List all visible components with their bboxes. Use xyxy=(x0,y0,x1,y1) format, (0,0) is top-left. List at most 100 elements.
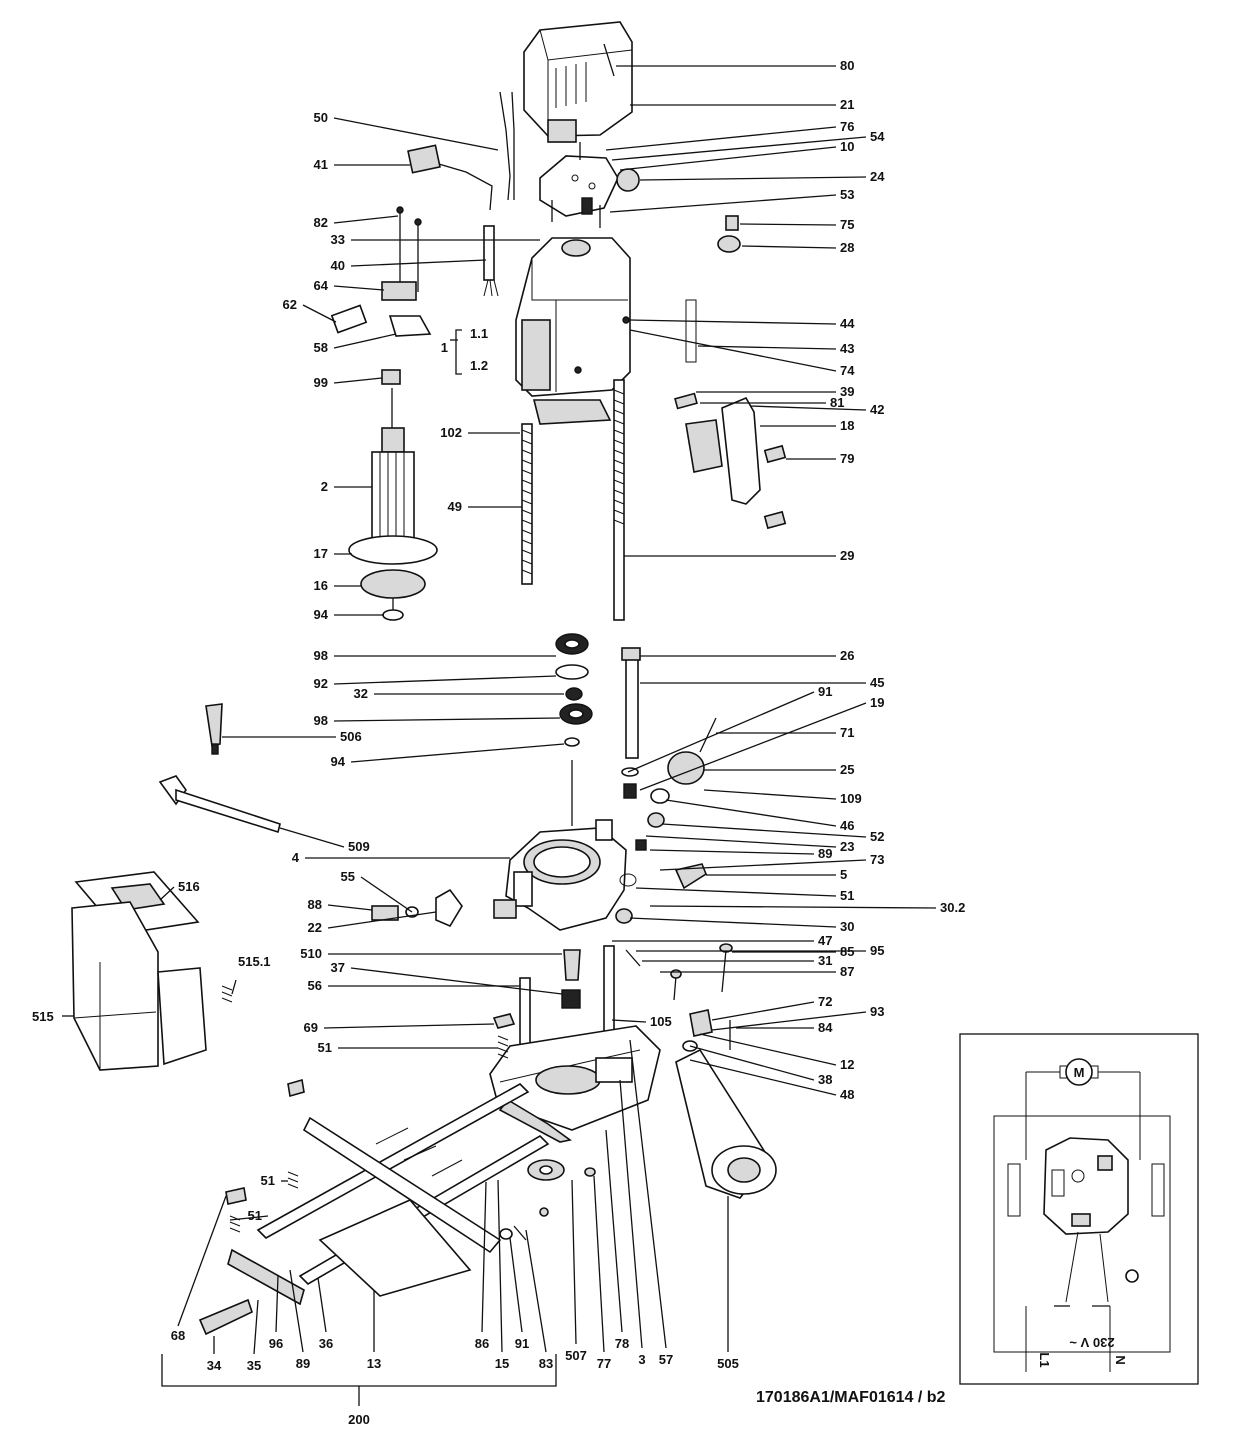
callout-516: 516 xyxy=(178,879,200,894)
callout-19: 19 xyxy=(870,695,884,710)
leader-line xyxy=(350,967,563,995)
callout-98: 98 xyxy=(314,648,328,663)
router-base-housing-part xyxy=(493,819,627,931)
leader-line xyxy=(229,1215,269,1221)
leader-line xyxy=(323,1023,495,1029)
leader-line xyxy=(333,333,397,349)
callout-98: 98 xyxy=(314,713,328,728)
callout-34: 34 xyxy=(207,1358,222,1373)
callout-79: 79 xyxy=(840,451,854,466)
callout-506: 506 xyxy=(340,729,362,744)
callout-18: 18 xyxy=(840,418,854,433)
leader-line xyxy=(689,1059,837,1096)
callout-89: 89 xyxy=(818,846,832,861)
callout-51: 51 xyxy=(261,1173,275,1188)
leader-line xyxy=(159,886,175,901)
callout-82: 82 xyxy=(314,215,328,230)
leader-line xyxy=(481,1181,487,1333)
power-cable-part xyxy=(407,144,493,211)
knob-part xyxy=(205,703,223,755)
parallel-guide-part xyxy=(198,1083,550,1336)
leader-line xyxy=(741,245,837,249)
leader-line xyxy=(629,1039,667,1349)
clip-part xyxy=(499,91,515,201)
motor-symbol-label: M xyxy=(1074,1065,1085,1080)
leader-line xyxy=(571,1179,577,1345)
callout-76: 76 xyxy=(840,119,854,134)
leader-line xyxy=(253,1299,259,1355)
collet-part xyxy=(561,949,581,1009)
wiring-labels: M 230 V ~ L1 N xyxy=(1037,1065,1128,1368)
callout-29: 29 xyxy=(840,548,854,563)
group-bracket xyxy=(455,329,462,375)
leader-line xyxy=(497,1179,503,1353)
leader-line xyxy=(605,1129,623,1333)
callout-81: 81 xyxy=(830,395,844,410)
leader-line xyxy=(609,194,837,213)
oring-part xyxy=(619,873,637,887)
callout-83: 83 xyxy=(539,1356,553,1371)
label-plate-part xyxy=(685,299,697,363)
callout-2: 2 xyxy=(321,479,328,494)
brush-holder-part xyxy=(330,206,432,337)
callout-39: 39 xyxy=(840,384,854,399)
leader-line xyxy=(289,1269,304,1353)
callout-42: 42 xyxy=(870,402,884,417)
leader-line xyxy=(699,1033,837,1066)
callout-69: 69 xyxy=(304,1020,318,1035)
dust-hood-part xyxy=(675,1048,777,1199)
leader-line xyxy=(665,799,837,827)
plunge-base-part xyxy=(489,1025,661,1143)
callout-4: 4 xyxy=(292,850,300,865)
leader-line xyxy=(703,789,837,800)
leader-line xyxy=(327,911,437,929)
brush-holder-plate-part xyxy=(539,142,640,228)
bearing-part xyxy=(555,633,593,826)
callout-25: 25 xyxy=(840,762,854,777)
leader-line xyxy=(749,405,867,411)
callout-30-2: 30.2 xyxy=(940,900,965,915)
callout-28: 28 xyxy=(840,240,854,255)
handle-part xyxy=(674,392,787,530)
callout-509: 509 xyxy=(348,839,370,854)
callout-56: 56 xyxy=(308,978,322,993)
leader-line xyxy=(333,215,399,224)
callout-16: 16 xyxy=(314,578,328,593)
callout-85: 85 xyxy=(840,944,854,959)
callout-91: 91 xyxy=(818,684,832,699)
leader-line xyxy=(360,876,413,913)
callout-53: 53 xyxy=(840,187,854,202)
callout-92: 92 xyxy=(314,676,328,691)
leader-line xyxy=(279,827,345,848)
callout-30: 30 xyxy=(840,919,854,934)
callout-57: 57 xyxy=(659,1352,673,1367)
callout-77: 77 xyxy=(597,1356,611,1371)
leader-line xyxy=(509,1237,523,1333)
callout-68: 68 xyxy=(171,1328,185,1343)
callout-71: 71 xyxy=(840,725,854,740)
leader-line xyxy=(639,176,867,181)
leader-line xyxy=(593,1175,605,1353)
leader-line xyxy=(711,1011,867,1031)
callout-51: 51 xyxy=(318,1040,332,1055)
callout-89: 89 xyxy=(296,1356,310,1371)
leader-line xyxy=(350,259,487,267)
case-part xyxy=(71,871,233,1071)
leader-line xyxy=(649,905,937,909)
callout-80: 80 xyxy=(840,58,854,73)
leader-line xyxy=(605,126,837,151)
leader-line xyxy=(333,717,561,722)
callout-510: 510 xyxy=(300,946,322,961)
callout-46: 46 xyxy=(840,818,854,833)
leader-line xyxy=(635,887,837,897)
callout-99: 99 xyxy=(314,375,328,390)
callout-84: 84 xyxy=(818,1020,833,1035)
callout-88: 88 xyxy=(308,897,322,912)
leader-line xyxy=(327,904,373,911)
callout-96: 96 xyxy=(269,1336,283,1351)
leader-line xyxy=(177,1195,227,1327)
leader-line xyxy=(317,1277,327,1333)
leader-line xyxy=(619,1079,643,1349)
